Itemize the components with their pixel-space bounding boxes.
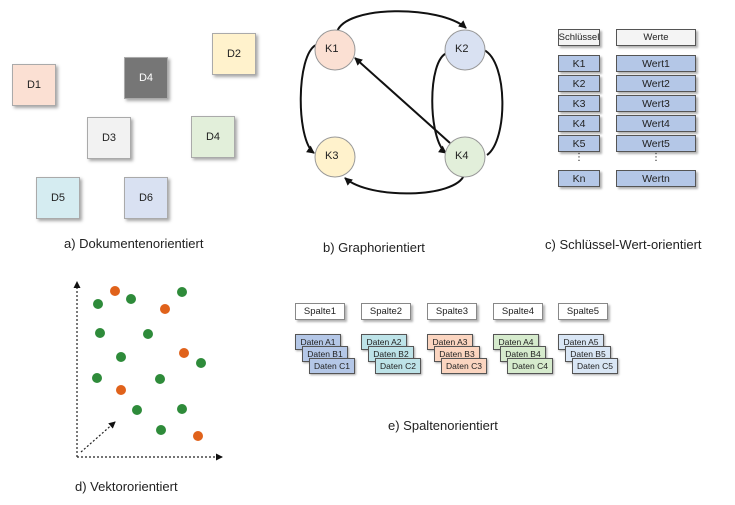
- column-data-cell: Daten C5: [572, 358, 618, 374]
- value-last: Wertn: [616, 170, 696, 187]
- column-data-cell: Daten C3: [441, 358, 487, 374]
- document-label: D6: [138, 192, 154, 204]
- node-k3: [314, 136, 356, 178]
- node-label-k2: K2: [455, 43, 469, 55]
- green-point: [196, 358, 206, 368]
- column-header: Spalte5: [558, 303, 608, 320]
- green-point: [92, 373, 102, 383]
- edge-k4-k1: [354, 57, 451, 144]
- column-data-cell: Daten C2: [375, 358, 421, 374]
- edge-k2-loop: [483, 49, 504, 156]
- document-label: D2: [226, 48, 242, 60]
- column-header: Spalte2: [361, 303, 411, 320]
- key-header: Schlüssel: [558, 29, 600, 46]
- key-last: Kn: [558, 170, 600, 187]
- key-cell: K4: [558, 115, 600, 132]
- column-header: Spalte1: [295, 303, 345, 320]
- vector-arrow: [80, 421, 116, 453]
- green-point: [177, 287, 187, 297]
- edge-k2-k4: [431, 52, 448, 154]
- value-cell: Wert1: [616, 55, 696, 72]
- caption-document: a) Dokumentenorientiert: [64, 236, 204, 251]
- key-cell: K5: [558, 135, 600, 152]
- caption-columns: e) Spaltenorientiert: [388, 418, 498, 433]
- green-point: [143, 329, 153, 339]
- orange-point: [160, 304, 170, 314]
- orange-point: [110, 286, 120, 296]
- document-label: D4: [205, 131, 221, 143]
- node-label-k3: K3: [325, 150, 339, 162]
- value-cell: Wert4: [616, 115, 696, 132]
- document-d4-dark: D4: [124, 57, 168, 99]
- green-point: [126, 294, 136, 304]
- document-d6: D6: [124, 177, 168, 219]
- caption-vector: d) Vektororientiert: [75, 479, 178, 494]
- node-k2: [444, 29, 486, 71]
- document-label: D3: [101, 132, 117, 144]
- node-k1: [314, 29, 356, 71]
- document-d1: D1: [12, 64, 56, 106]
- node-k4: [444, 136, 486, 178]
- caption-keyvalue: c) Schlüssel-Wert-orientiert: [545, 237, 702, 252]
- value-cell: Wert5: [616, 135, 696, 152]
- key-cell: K1: [558, 55, 600, 72]
- column-header: Spalte3: [427, 303, 477, 320]
- orange-point: [116, 385, 126, 395]
- caption-graph: b) Graphorientiert: [323, 240, 425, 255]
- column-data-cell: Daten C1: [309, 358, 355, 374]
- key-cell: K2: [558, 75, 600, 92]
- document-label: D4: [138, 72, 154, 84]
- column-data-cell: Daten C4: [507, 358, 553, 374]
- value-cell: Wert3: [616, 95, 696, 112]
- green-point: [132, 405, 142, 415]
- document-label: D5: [50, 192, 66, 204]
- edge-k4-k3: [344, 174, 465, 195]
- document-label: D1: [26, 79, 42, 91]
- node-label-k1: K1: [325, 43, 339, 55]
- orange-point: [179, 348, 189, 358]
- value-ellipsis: ⋮: [651, 152, 661, 163]
- document-d2: D2: [212, 33, 256, 75]
- edge-k1-k3: [299, 44, 317, 154]
- key-ellipsis: ⋮: [574, 152, 584, 163]
- green-point: [95, 328, 105, 338]
- column-header: Spalte4: [493, 303, 543, 320]
- green-point: [116, 352, 126, 362]
- edge-k1-k2: [336, 10, 467, 33]
- document-d3: D3: [87, 117, 131, 159]
- green-point: [177, 404, 187, 414]
- green-point: [93, 299, 103, 309]
- value-header: Werte: [616, 29, 696, 46]
- document-d4: D4: [191, 116, 235, 158]
- document-d5: D5: [36, 177, 80, 219]
- value-cell: Wert2: [616, 75, 696, 92]
- green-point: [155, 374, 165, 384]
- node-label-k4: K4: [455, 150, 469, 162]
- key-cell: K3: [558, 95, 600, 112]
- green-point: [156, 425, 166, 435]
- orange-point: [193, 431, 203, 441]
